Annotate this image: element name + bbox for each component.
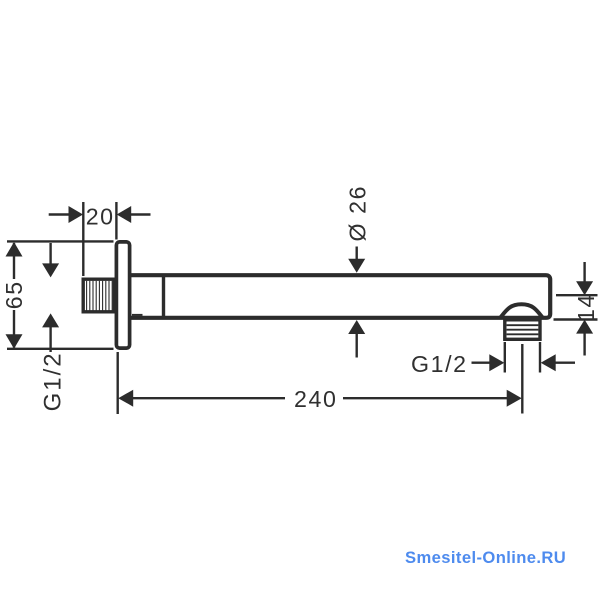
svg-text:G1/2: G1/2 xyxy=(40,351,67,411)
svg-text:14: 14 xyxy=(573,293,599,322)
svg-text:Ø 26: Ø 26 xyxy=(345,185,371,242)
svg-text:Smesitel-Online.RU: Smesitel-Online.RU xyxy=(405,548,566,567)
svg-text:65: 65 xyxy=(1,280,27,309)
svg-text:240: 240 xyxy=(294,386,338,412)
svg-text:G1/2: G1/2 xyxy=(411,351,468,377)
svg-text:20: 20 xyxy=(86,204,115,230)
